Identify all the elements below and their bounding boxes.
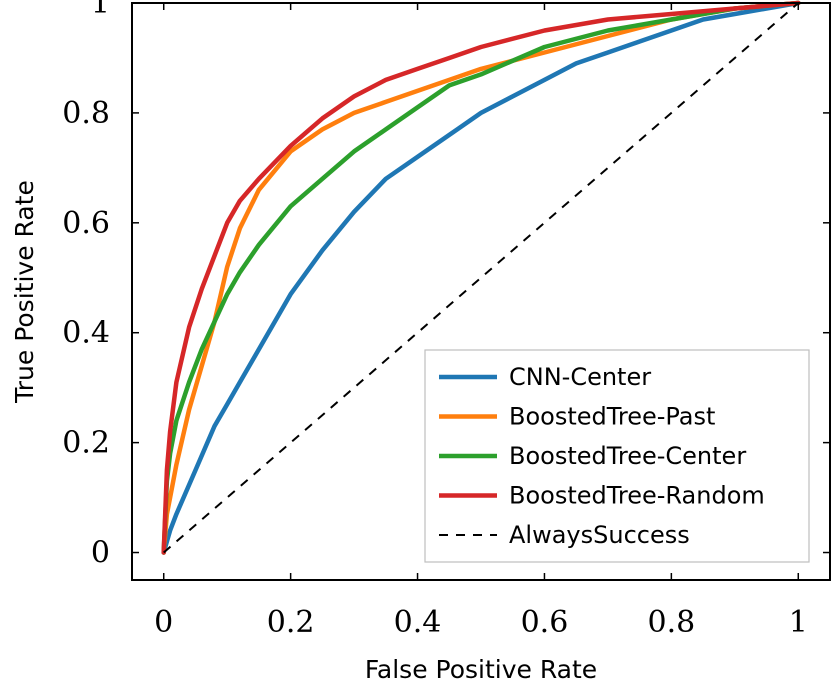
- axis-ticks: [132, 2, 830, 580]
- y-tick-label: 1: [91, 0, 110, 21]
- legend-label: CNN-Center: [509, 363, 651, 391]
- series-lines: [161, 0, 801, 555]
- y-tick-labels: 0 0.2 0.4 0.6 0.8 1: [62, 0, 110, 571]
- y-axis-title: True Positive Rate: [10, 180, 39, 404]
- legend-label: BoostedTree-Past: [509, 403, 715, 431]
- x-tick-label: 0.8: [648, 605, 696, 640]
- plot-frame: [131, 2, 831, 581]
- y-tick-label: 0.8: [62, 96, 110, 131]
- y-tick-label: 0: [91, 536, 110, 571]
- x-tick-label: 0.4: [394, 605, 442, 640]
- y-tick-label: 0.4: [62, 316, 110, 351]
- series-line-alwayssuccess: [163, 2, 799, 554]
- x-tick-label: 0.2: [267, 605, 315, 640]
- x-tick-labels: 0 0.2 0.4 0.6 0.8 1: [154, 605, 808, 640]
- series-line-cnn-center: [161, 0, 801, 555]
- y-tick-label: 0.2: [62, 426, 110, 461]
- legend-label: BoostedTree-Center: [509, 442, 746, 470]
- x-tick-label: 0.6: [521, 605, 569, 640]
- legend: CNN-CenterBoostedTree-PastBoostedTree-Ce…: [424, 349, 810, 563]
- legend-label: AlwaysSuccess: [509, 521, 690, 549]
- x-tick-label: 1: [789, 605, 808, 640]
- series-line-boostedtree-center: [161, 0, 801, 555]
- legend-label: BoostedTree-Random: [509, 482, 765, 510]
- legend-items: CNN-CenterBoostedTree-PastBoostedTree-Ce…: [439, 363, 765, 549]
- series-line-boostedtree-random: [161, 0, 801, 555]
- x-tick-label: 0: [154, 605, 173, 640]
- y-tick-label: 0.6: [62, 206, 110, 241]
- x-axis-title: False Positive Rate: [365, 655, 597, 684]
- series-line-boostedtree-past: [161, 0, 801, 555]
